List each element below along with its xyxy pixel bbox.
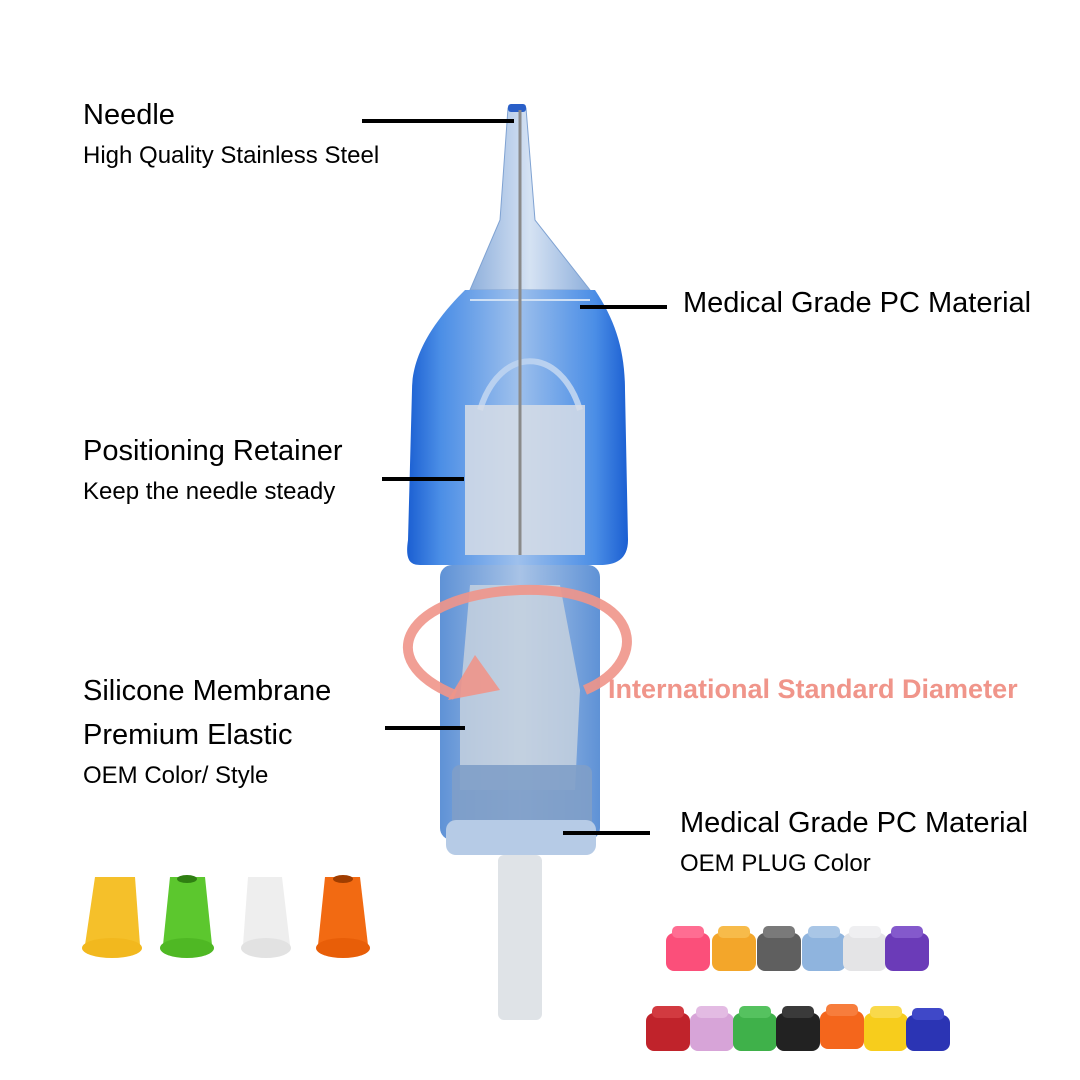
membrane-title: Silicone Membrane <box>83 675 332 707</box>
pc-bottom-leader-line <box>563 831 650 835</box>
plug-swatches-row-1 <box>666 926 929 971</box>
membrane-swatch-clear <box>243 877 290 945</box>
needle-tip-cone <box>469 104 592 291</box>
pc-top-title: Medical Grade PC Material <box>683 287 1032 319</box>
drive-shaft <box>498 855 542 1020</box>
membrane-leader-line <box>385 726 465 730</box>
pc-bottom-title: Medical Grade PC Material <box>680 807 1029 839</box>
positioning-retainer <box>465 405 585 555</box>
retainer-subtitle: Keep the needle steady <box>83 478 336 505</box>
needle-title: Needle <box>83 99 175 131</box>
membrane-swatch-green <box>163 877 212 945</box>
diameter-arrow-icon <box>403 584 632 700</box>
membrane-swatches <box>82 875 370 958</box>
retainer-leader-line <box>382 477 464 481</box>
membrane-swatch-yellow <box>85 877 140 945</box>
membrane-subtitle: OEM Color/ Style <box>83 762 269 789</box>
lower-body <box>440 565 600 855</box>
membrane-swatch-orange <box>318 877 368 945</box>
diameter-label: International Standard Diameter <box>608 674 1018 704</box>
plug-swatches-row-2 <box>646 1004 950 1051</box>
needle-leader-line <box>362 119 514 123</box>
retainer-title: Positioning Retainer <box>83 435 343 467</box>
pc-bottom-subtitle: OEM PLUG Color <box>680 850 871 877</box>
pc-top-leader-line <box>580 305 667 309</box>
needle-subtitle: High Quality Stainless Steel <box>83 142 380 169</box>
membrane-line2: Premium Elastic <box>83 719 293 751</box>
